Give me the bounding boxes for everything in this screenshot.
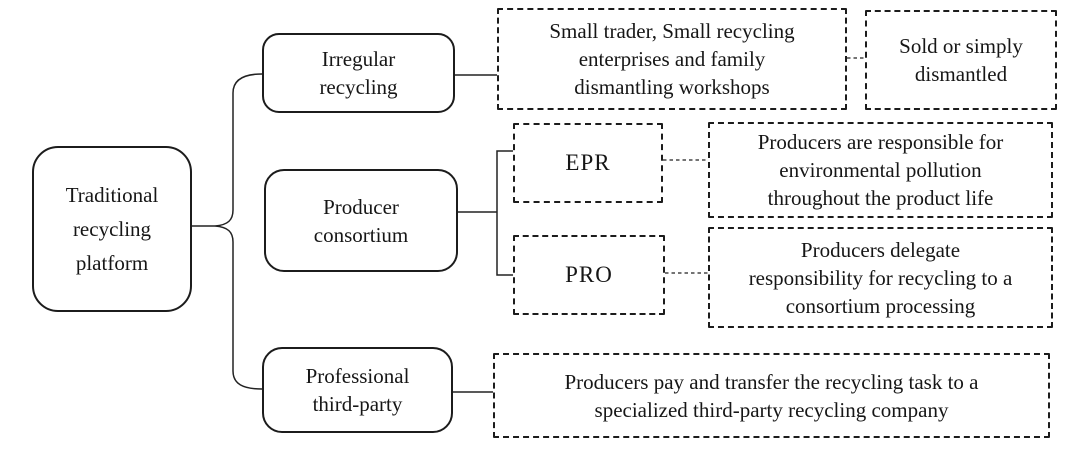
node-label: Producers pay and transfer the recycling… xyxy=(564,369,979,422)
node-label: Producers delegate responsibility for re… xyxy=(748,237,1013,318)
node-label: EPR xyxy=(565,150,611,175)
node-epr-description: Producers are responsible for environmen… xyxy=(708,122,1053,218)
node-label: Sold or simply dismantled xyxy=(899,34,1023,86)
node-sold-or-dismantled: Sold or simply dismantled xyxy=(865,10,1057,110)
node-label: Professional third-party xyxy=(305,364,410,416)
node-irregular-recycling: Irregular recycling xyxy=(262,33,455,113)
node-producer-consortium: Producer consortium xyxy=(264,169,458,272)
node-pro-description: Producers delegate responsibility for re… xyxy=(708,227,1053,328)
edge-epr-pro-fork xyxy=(496,150,513,276)
node-traditional-recycling-platform: Traditional recycling platform xyxy=(32,146,192,312)
node-epr: EPR xyxy=(513,123,663,203)
node-irregular-description: Small trader, Small recycling enterprise… xyxy=(497,8,847,110)
node-third-party-description: Producers pay and transfer the recycling… xyxy=(493,353,1050,438)
edge-brace xyxy=(214,73,263,390)
node-label: Traditional recycling platform xyxy=(65,183,159,275)
node-label: Irregular recycling xyxy=(319,47,398,99)
node-label: Producers are responsible for environmen… xyxy=(757,130,1004,210)
node-label: Producer consortium xyxy=(313,194,409,247)
node-label: PRO xyxy=(565,262,613,287)
node-pro: PRO xyxy=(513,235,665,315)
node-professional-third-party: Professional third-party xyxy=(262,347,453,433)
node-label: Small trader, Small recycling enterprise… xyxy=(549,19,795,99)
